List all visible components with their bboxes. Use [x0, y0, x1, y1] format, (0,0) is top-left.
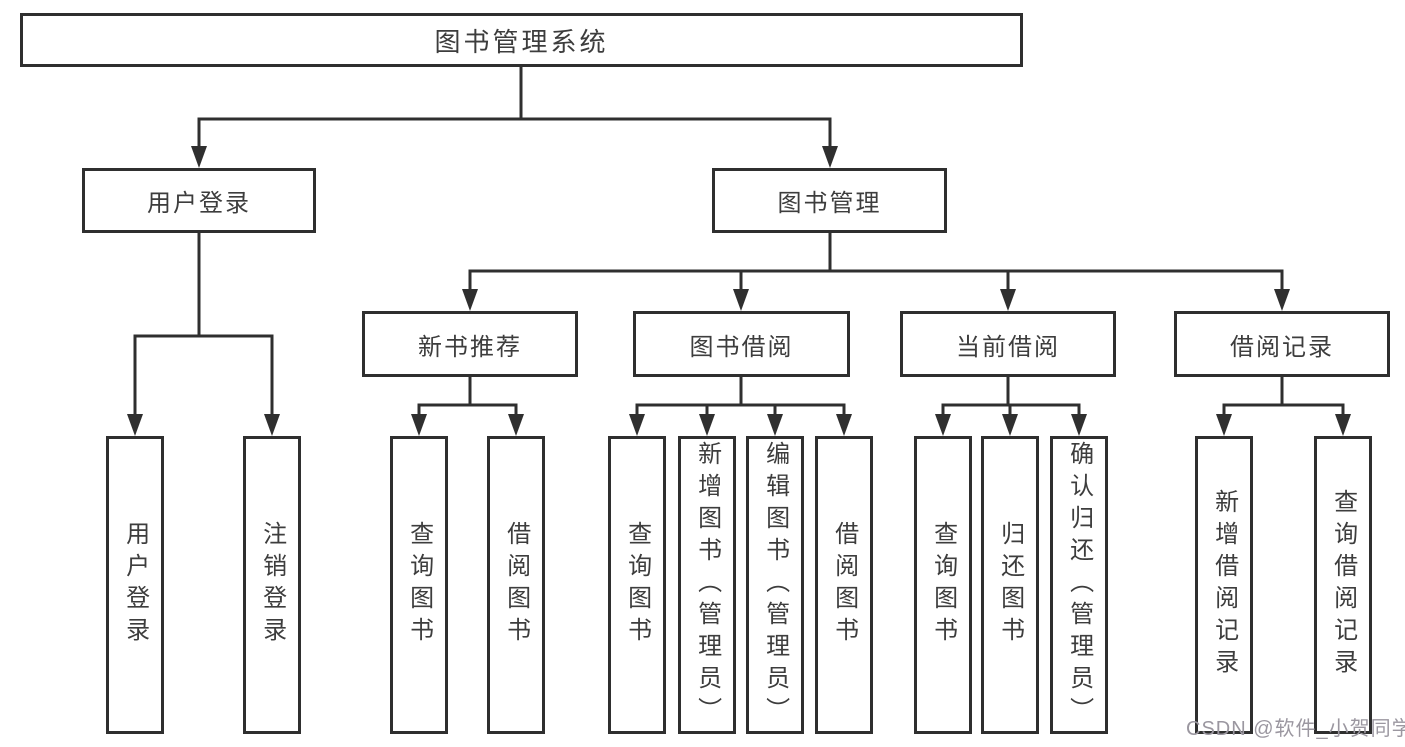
- node-label: 图书管理系统: [434, 26, 609, 57]
- node-label: 新增借阅记录: [1210, 489, 1238, 681]
- node-label: 用户登录: [147, 190, 251, 217]
- node-label: 借阅图书: [502, 521, 530, 649]
- node-label: 借阅图书: [830, 521, 858, 649]
- leaf-query-books-2: 查询图书: [608, 436, 666, 734]
- leaf-confirm-return-admin: 确认归还（管理员）: [1050, 436, 1108, 734]
- leaf-user-login: 用户登录: [106, 436, 164, 734]
- node-user-login: 用户登录: [82, 168, 316, 233]
- leaf-borrow-books-1: 借阅图书: [487, 436, 545, 734]
- node-borrowing-records: 借阅记录: [1174, 311, 1390, 377]
- leaf-logout: 注销登录: [243, 436, 301, 734]
- leaf-add-books-admin: 新增图书（管理员）: [678, 436, 736, 734]
- node-label: 查询借阅记录: [1329, 489, 1357, 681]
- node-label: 借阅记录: [1230, 333, 1334, 361]
- node-label: 确认归还（管理员）: [1065, 441, 1093, 729]
- leaf-return-books: 归还图书: [981, 436, 1039, 734]
- node-library-system: 图书管理系统: [20, 13, 1023, 67]
- leaf-edit-books-admin: 编辑图书（管理员）: [746, 436, 804, 734]
- node-label: 图书借阅: [689, 333, 794, 361]
- node-label: 当前借阅: [956, 333, 1060, 361]
- leaf-query-books-1: 查询图书: [390, 436, 448, 734]
- node-label: 注销登录: [258, 521, 286, 649]
- leaf-add-borrow-record: 新增借阅记录: [1195, 436, 1253, 734]
- node-label: 图书管理: [777, 190, 882, 217]
- arrowheads: [127, 146, 1351, 436]
- watermark: CSDN @软件_小贺同学: [1186, 718, 1405, 740]
- leaf-borrow-books-2: 借阅图书: [815, 436, 873, 734]
- leaf-query-borrow-record: 查询借阅记录: [1314, 436, 1372, 734]
- node-label: 新书推荐: [418, 333, 522, 361]
- node-new-books: 新书推荐: [362, 311, 578, 377]
- node-label: 查询图书: [929, 521, 957, 649]
- node-label: 新增图书（管理员）: [693, 441, 721, 729]
- leaf-query-books-3: 查询图书: [914, 436, 972, 734]
- node-book-management: 图书管理: [712, 168, 947, 233]
- node-label: 编辑图书（管理员）: [761, 441, 789, 729]
- node-label: 用户登录: [121, 521, 149, 649]
- node-label: 查询图书: [623, 521, 651, 649]
- node-label: 查询图书: [405, 521, 433, 649]
- node-book-borrowing: 图书借阅: [633, 311, 850, 377]
- node-label: 归还图书: [996, 521, 1024, 649]
- node-current-borrowing: 当前借阅: [900, 311, 1116, 377]
